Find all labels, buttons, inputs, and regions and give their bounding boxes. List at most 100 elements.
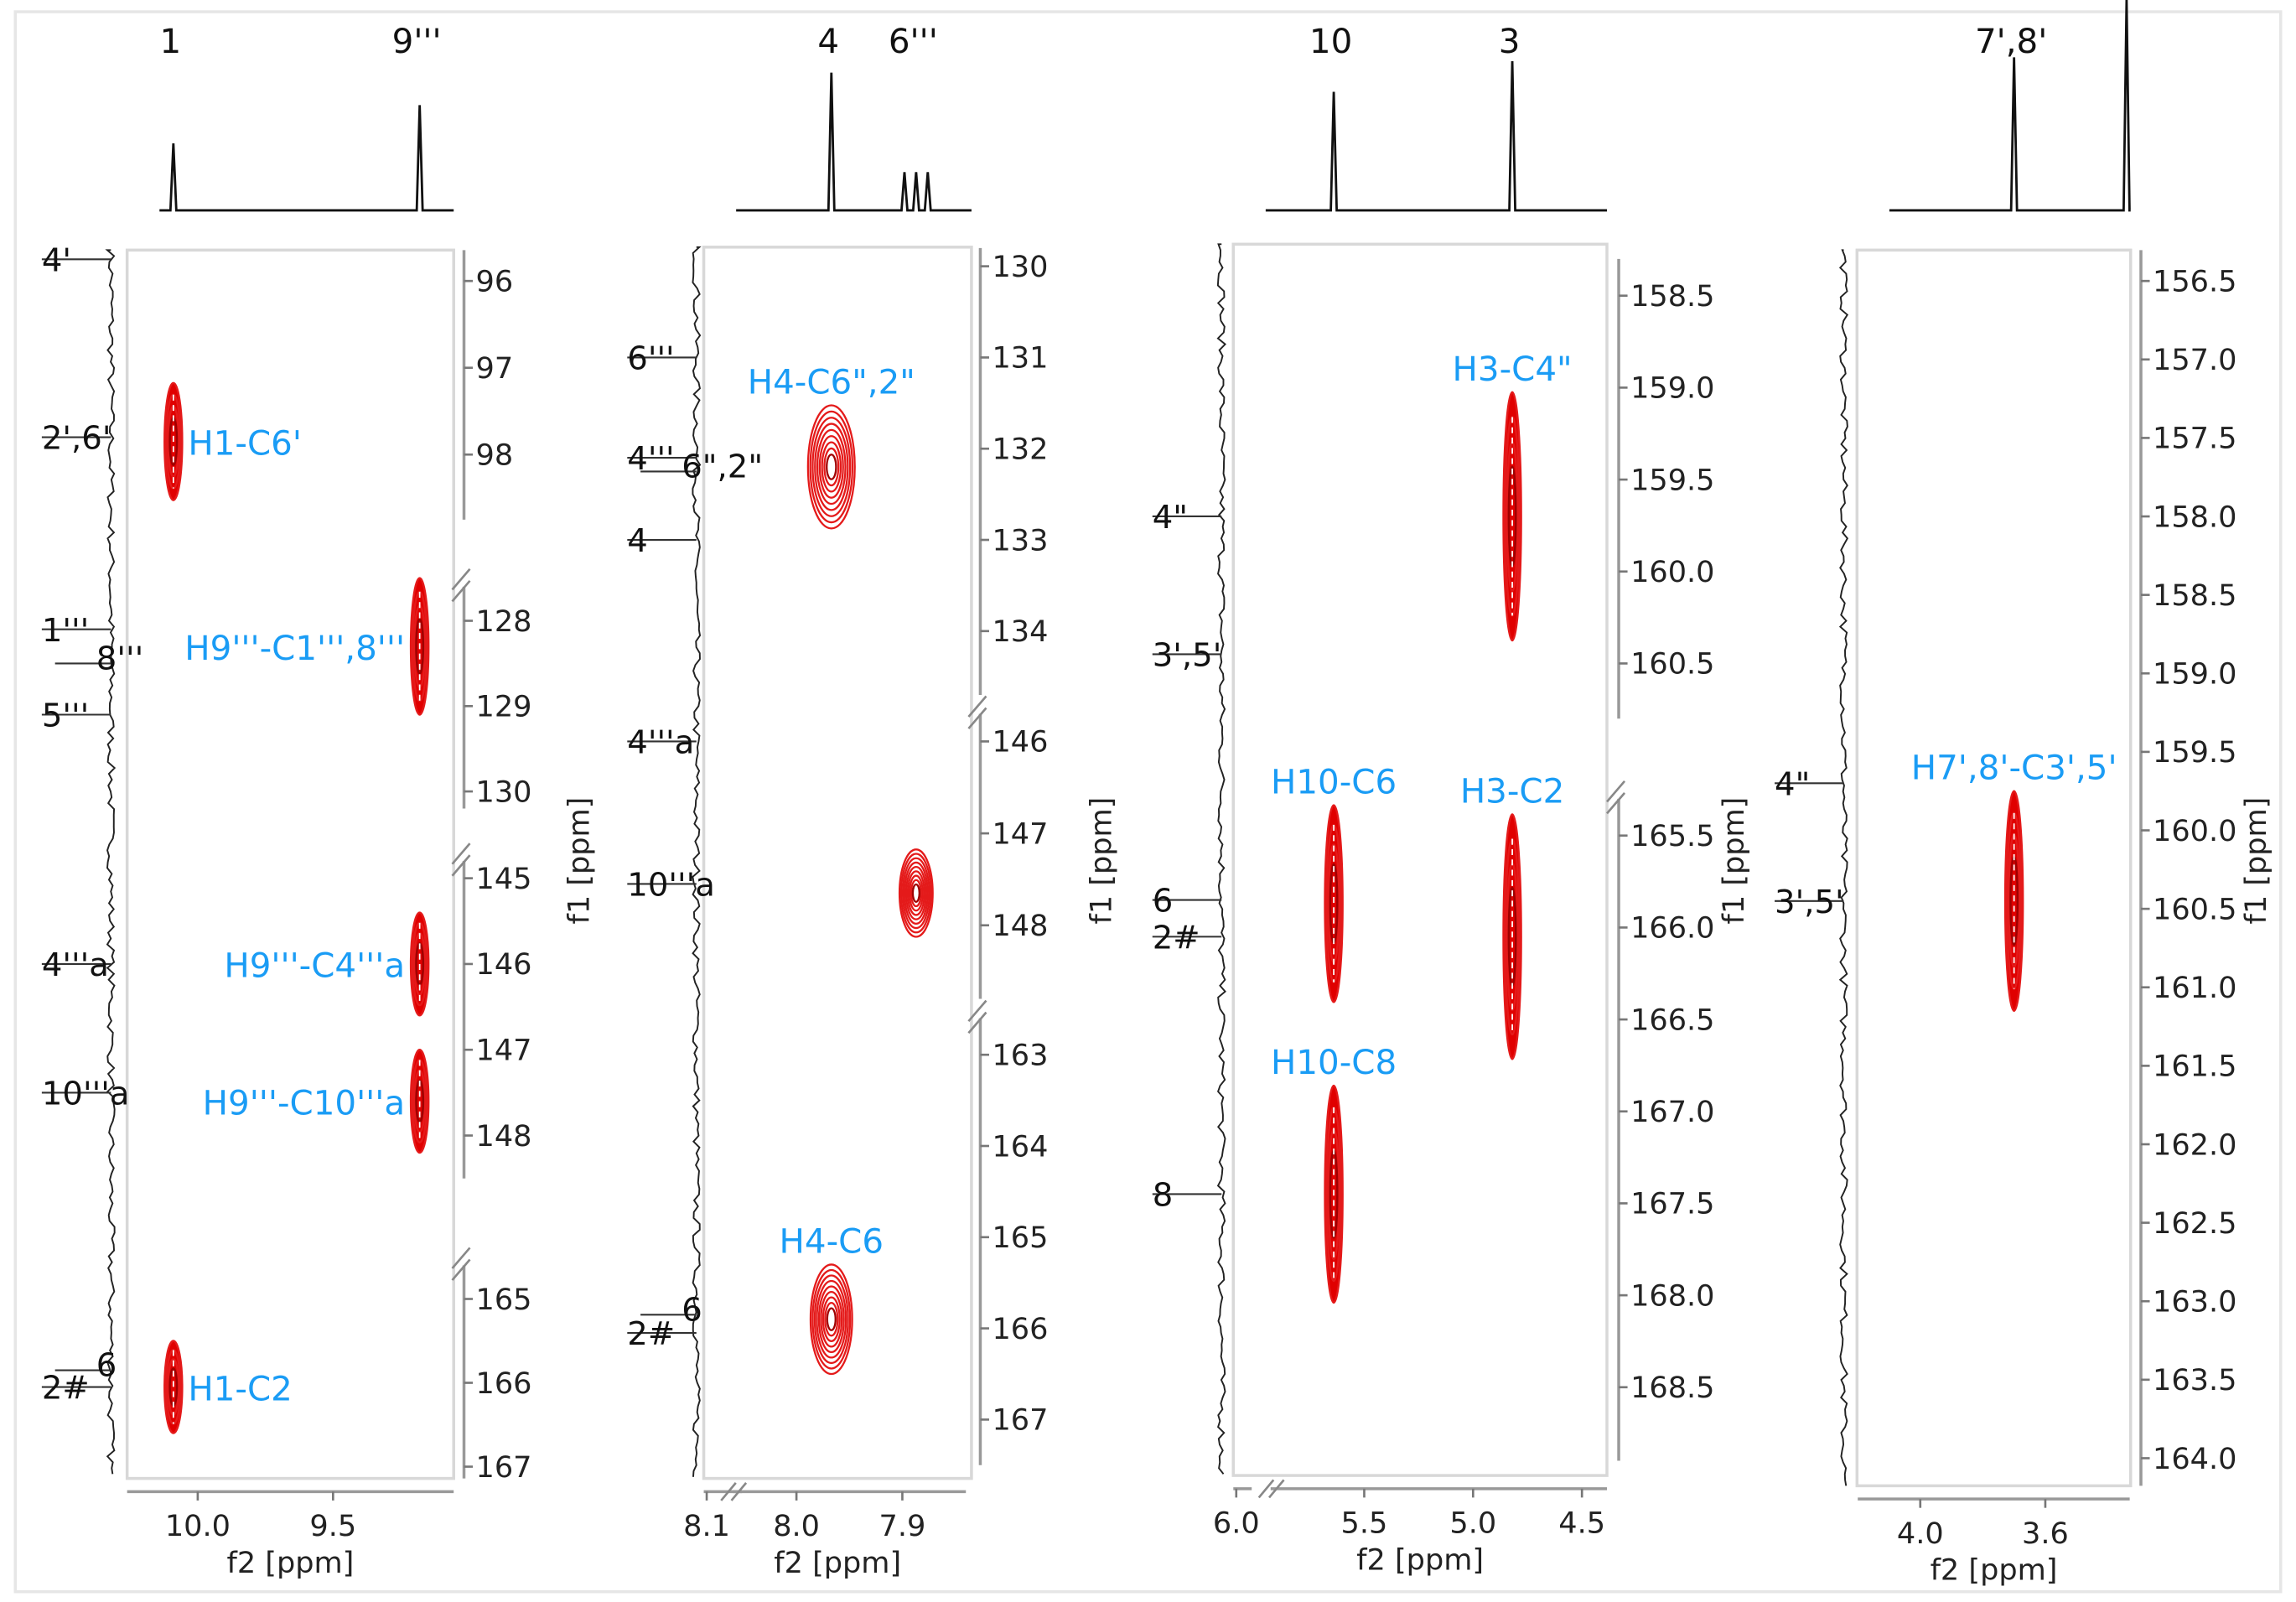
contour-level [826,454,837,480]
axis-break-mark [451,1247,471,1281]
f1-tick-label: 160.0 [2153,814,2236,848]
f1-tick-label: 130 [476,775,532,809]
cross-peak [809,1263,853,1376]
f2-tick-label: 4.5 [1558,1506,1605,1541]
contour-level [163,1340,184,1434]
side-peak-label: 4'''a [42,946,109,984]
f1-tick-label: 165.5 [1630,819,1714,853]
cross-peak [409,1049,430,1154]
f1-tick-label: 166.0 [1630,911,1714,946]
f1-tick-label: 161.0 [2153,971,2236,1005]
f1-tick-label: 131 [992,341,1048,376]
top-1d-trace [1889,0,2131,212]
contour-level [823,447,840,487]
contour-level [899,853,932,934]
cross-peak [1324,804,1344,1003]
side-1d-trace [105,249,117,1475]
f1-tick-label: 146 [992,725,1048,760]
f1-tick-label: 158.5 [2153,578,2236,613]
top-peak-label: 1 [159,22,181,61]
f1-tick-label: 128 [476,604,532,639]
f1-tick-label: 158.5 [1630,279,1714,314]
side-peak-label: 10'''a [627,866,715,904]
contour-level [811,417,852,517]
f1-tick-label: 168.5 [1630,1371,1714,1405]
f2-tick-label: 9.5 [309,1509,356,1543]
f1-tick-label: 158.0 [2153,500,2236,534]
f1-tick-label: 166 [476,1366,532,1401]
f1-tick-label: 167 [992,1403,1048,1438]
cross-peak [1502,813,1522,1060]
f2-axis-title: f2 [ppm] [1931,1553,2058,1588]
cross-peak [409,911,430,1017]
contour-level [824,1301,839,1337]
f1-tick-label: 130 [992,250,1048,284]
f1-tick-label: 132 [992,433,1048,467]
f1-tick-label: 166.5 [1630,1003,1714,1037]
contour-level [816,1279,847,1359]
f2-tick-label: 5.0 [1449,1506,1496,1541]
contour-level [811,1268,852,1370]
contour-level [413,931,427,996]
contour-level [809,410,854,524]
contour-level [904,865,927,920]
f1-axis-title: f1 [ppm] [562,797,597,925]
side-peak-label: 10'''a [42,1075,130,1112]
f1-tick-label: 164.0 [2153,1442,2236,1476]
f1-tick-label: 133 [992,523,1048,557]
contour-level [817,1285,845,1354]
f1-tick-label: 157.0 [2153,343,2236,377]
f1-axis-title: f1 [ppm] [2239,797,2273,925]
f1-tick-label: 163 [992,1038,1048,1072]
f2-tick-label: 4.0 [1897,1516,1944,1551]
axis-break-mark [1257,1479,1285,1499]
f1-tick-label: 163.0 [2153,1285,2236,1319]
side-peak-label: 2# [42,1370,90,1408]
f1-tick-label: 145 [476,862,532,896]
contour-level [415,1079,425,1123]
f1-tick-label: 159.0 [1630,371,1714,406]
plot-area [1855,248,2133,1488]
f1-tick-label: 148 [992,909,1048,943]
contour-level [413,1069,427,1133]
contour-level [1502,391,1522,642]
side-peak-label: 3',5' [1153,636,1222,674]
f1-tick-label: 156.5 [2153,264,2236,298]
f1-tick-label: 134 [992,614,1048,649]
f1-tick-label: 161.5 [2153,1050,2236,1084]
f2-tick-label: 8.1 [683,1509,730,1543]
axis-break-mark [720,1482,748,1501]
contour-level [814,423,849,511]
contour-level [809,1263,853,1376]
f2-axis-title: f2 [ppm] [774,1546,901,1580]
f1-tick-label: 167.5 [1630,1187,1714,1221]
f1-tick-label: 146 [476,947,532,982]
side-peak-label: 6 [1153,883,1174,920]
f1-tick-label: 164 [992,1129,1048,1164]
cross-peak-label: H9'''-C1''',8''' [184,629,405,668]
contour-level [806,404,856,530]
contour-level [911,883,920,903]
side-peak-label: 5''' [42,697,89,735]
cross-peak-label: H3-C4" [1453,350,1573,389]
cross-peak-label: H9'''-C4'''a [224,946,405,986]
side-1d-trace [1216,243,1227,1475]
contour-level [821,1296,841,1342]
side-peak-label: 8''' [96,640,143,677]
f1-tick-label: 163.5 [2153,1363,2236,1397]
f2-tick-label: 7.9 [879,1509,926,1543]
f1-tick-label: 159.0 [2153,657,2236,692]
f1-tick-label: 148 [476,1119,532,1154]
cross-peak [1502,391,1522,642]
f1-tick-label: 168.0 [1630,1278,1714,1313]
side-peak-label: 2',6' [42,420,111,458]
contour-level [906,870,925,916]
cross-peak [2003,790,2024,1013]
plot-area [702,246,973,1480]
cross-peak-label: H4-C6",2" [748,363,915,402]
axis-break-mark [451,842,471,877]
f1-tick-label: 165 [992,1221,1048,1255]
f1-tick-label: 159.5 [2153,735,2236,770]
f2-tick-label: 3.6 [2022,1516,2069,1551]
axis-break-mark [967,695,987,729]
